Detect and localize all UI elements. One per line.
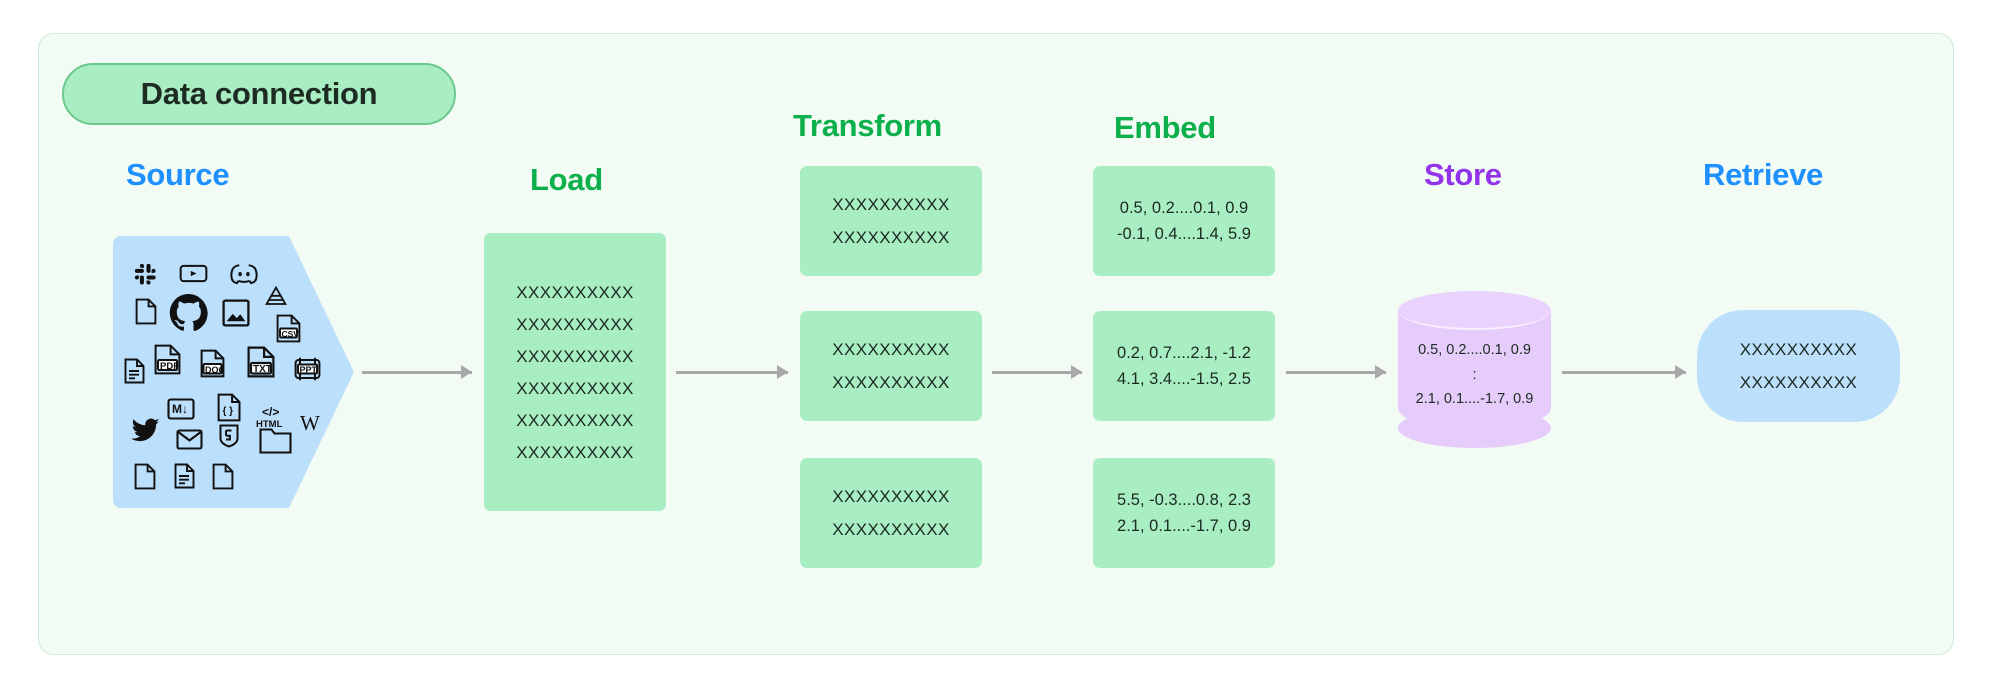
arrow-head [461, 365, 472, 379]
css3-icon [219, 424, 239, 448]
embed-line: 0.2, 0.7....2.1, -1.2 [1117, 343, 1251, 362]
arrow-shaft [1562, 371, 1686, 374]
document-lines-icon [124, 358, 145, 384]
transform-line: XXXXXXXXXX [832, 487, 950, 506]
arrow-shaft [676, 371, 788, 374]
transform-line: XXXXXXXXXX [832, 373, 950, 392]
retrieve-box: XXXXXXXXXX XXXXXXXXXX [1697, 310, 1900, 422]
arrow-embed-to-store [1286, 362, 1386, 382]
arrow-head [1375, 365, 1386, 379]
html-bracket-label: </> [262, 405, 280, 419]
ppt-label: PPT [299, 365, 318, 375]
youtube-icon [179, 262, 208, 285]
load-line: XXXXXXXXXX [516, 410, 634, 430]
arrow-shaft [362, 371, 472, 374]
store-line: 2.1, 0.1....-1.7, 0.9 [1415, 391, 1534, 407]
load-line: XXXXXXXXXX [516, 346, 634, 366]
slack-icon [134, 263, 157, 286]
cylinder-text: 0.5, 0.2....0.1, 0.9 : 2.1, 0.1....-1.7,… [1398, 343, 1551, 407]
folder-icon [259, 428, 292, 454]
arrow-head [777, 365, 788, 379]
cylinder-top [1398, 291, 1551, 330]
file-blank-icon [134, 463, 156, 490]
arrow-shaft [1286, 371, 1386, 374]
load-line: XXXXXXXXXX [516, 378, 634, 398]
heading-store: Store [1424, 157, 1502, 192]
embed-box: 0.5, 0.2....0.1, 0.9 -0.1, 0.4....1.4, 5… [1093, 166, 1275, 276]
github-icon [169, 293, 208, 332]
json-label: { } [222, 406, 234, 417]
twitter-icon [131, 418, 160, 443]
wikipedia-label: W [300, 411, 320, 435]
data-connection-panel [38, 33, 1954, 655]
file-plain-icon [212, 463, 234, 490]
transform-box: XXXXXXXXXX XXXXXXXXXX [800, 166, 982, 276]
transform-line: XXXXXXXXXX [832, 228, 950, 247]
embed-line: -0.1, 0.4....1.4, 5.9 [1117, 225, 1251, 243]
load-line: XXXXXXXXXX [516, 282, 634, 302]
txt-label: TXT [253, 363, 272, 375]
store-line: : [1472, 366, 1477, 383]
transform-line: XXXXXXXXXX [832, 520, 950, 539]
heading-load: Load [530, 162, 603, 197]
arrow-head [1071, 365, 1082, 379]
heading-source: Source [126, 157, 230, 192]
file-text-icon [174, 463, 195, 489]
arrow-transform-to-embed [992, 362, 1082, 382]
embed-line: 5.5, -0.3....0.8, 2.3 [1117, 490, 1251, 509]
google-drive-icon [265, 286, 287, 307]
csv-label: CSV [281, 328, 299, 339]
markdown-label: M↓ [172, 402, 188, 416]
heading-embed: Embed [1114, 110, 1216, 145]
page-title: Data connection [140, 76, 378, 111]
heading-transform: Transform [793, 108, 942, 143]
transform-line: XXXXXXXXXX [832, 340, 950, 359]
image-icon [222, 299, 250, 327]
transform-box: XXXXXXXXXX XXXXXXXXXX [800, 311, 982, 421]
csv-file-icon: CSV [276, 314, 301, 343]
json-file-icon: { } [217, 393, 241, 422]
embed-line: 2.1, 0.1....-1.7, 0.9 [1117, 517, 1251, 535]
arrow-shaft [992, 371, 1082, 374]
arrow-source-to-load [362, 362, 472, 382]
ppt-file-icon: PPT [294, 356, 321, 382]
cylinder-body [1398, 310, 1551, 430]
embed-box: 5.5, -0.3....0.8, 2.3 2.1, 0.1....-1.7, … [1093, 458, 1275, 568]
arrow-store-to-retrieve [1562, 362, 1686, 382]
arrow-load-to-transform [676, 362, 788, 382]
txt-file-icon: TXT [247, 346, 275, 378]
store-line: 0.5, 0.2....0.1, 0.9 [1418, 342, 1531, 358]
discord-icon [230, 263, 258, 285]
embed-line: 0.5, 0.2....0.1, 0.9 [1119, 198, 1249, 217]
retrieve-line: XXXXXXXXXX [1739, 373, 1858, 392]
embed-line: 4.1, 3.4....-1.5, 2.5 [1117, 370, 1251, 388]
transform-line: XXXXXXXXXX [832, 195, 950, 214]
retrieve-line: XXXXXXXXXX [1739, 340, 1858, 359]
load-line: XXXXXXXXXX [516, 314, 634, 334]
doc-file-icon: DOC [200, 349, 225, 378]
file-icon [135, 298, 157, 325]
arrow-head [1675, 365, 1686, 379]
doc-label: DOC [205, 364, 225, 375]
transform-box: XXXXXXXXXX XXXXXXXXXX [800, 458, 982, 568]
load-line: XXXXXXXXXX [516, 442, 634, 462]
load-box: XXXXXXXXXX XXXXXXXXXX XXXXXXXXXX XXXXXXX… [484, 233, 666, 511]
html-label: HTML [256, 419, 283, 430]
email-icon [176, 429, 203, 450]
data-connection-title-pill: Data connection [62, 63, 456, 125]
markdown-icon: M↓ [167, 398, 195, 420]
source-icon-grid: CSV PDF DOC TXT PPT M↓ { } [113, 236, 354, 508]
heading-retrieve: Retrieve [1703, 157, 1823, 192]
store-cylinder: 0.5, 0.2....0.1, 0.9 : 2.1, 0.1....-1.7,… [1398, 291, 1551, 448]
pdf-label: PDF [160, 360, 179, 372]
pdf-file-icon: PDF [154, 344, 181, 375]
embed-box: 0.2, 0.7....2.1, -1.2 4.1, 3.4....-1.5, … [1093, 311, 1275, 421]
